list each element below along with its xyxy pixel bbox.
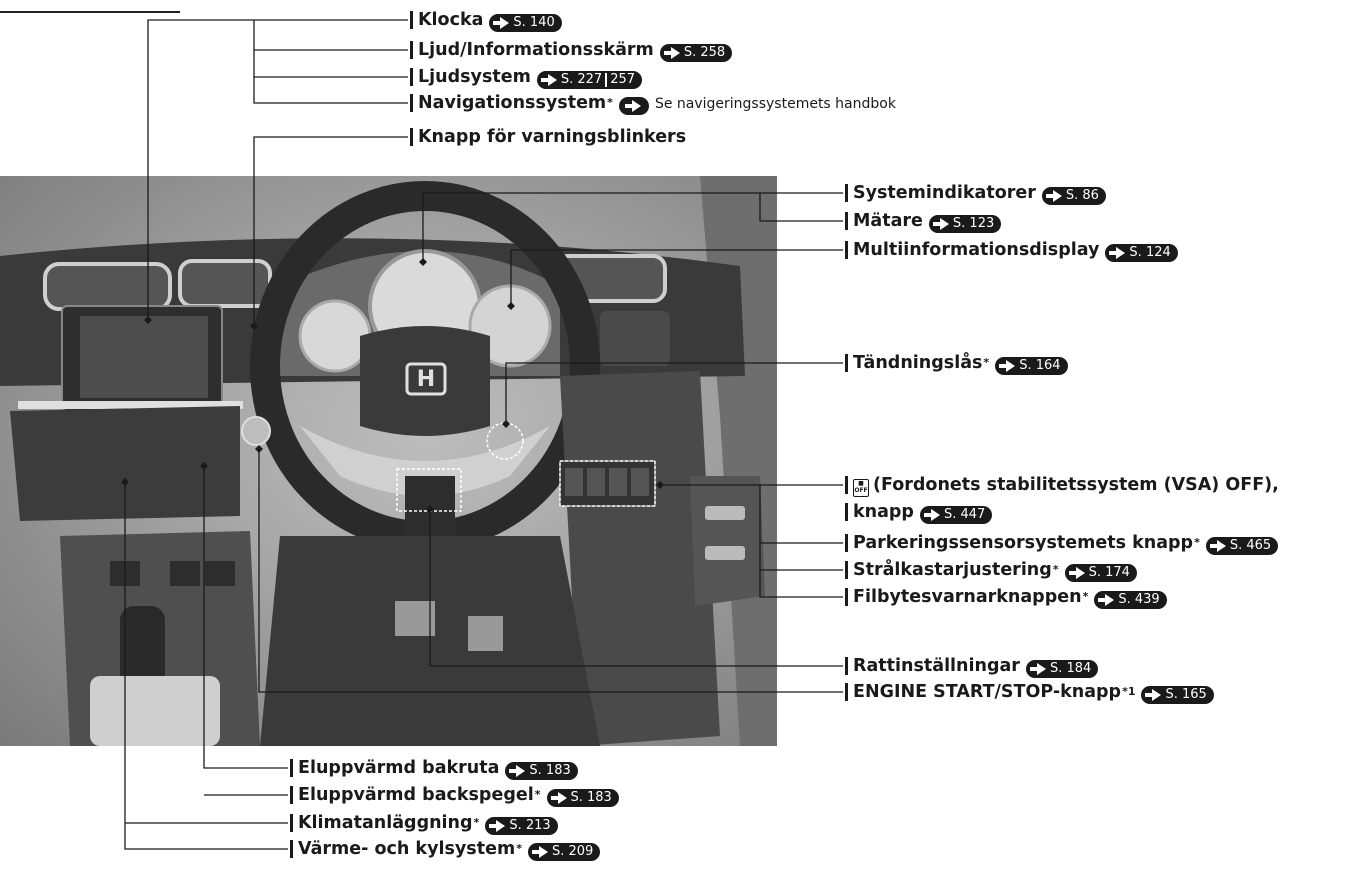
page-ref-badge[interactable]: S. 124 xyxy=(1105,244,1177,262)
page-ref-badge[interactable]: S. 184 xyxy=(1026,660,1098,678)
page-ref-badge[interactable]: S. 140 xyxy=(489,14,561,32)
callout-vsa-off-line1: ■OFF(Fordonets stabilitetssystem (VSA) O… xyxy=(845,475,1279,497)
page-ref-badge[interactable]: S. 209 xyxy=(528,843,600,861)
callout-klimatanlaggning: Klimatanläggning*S. 213 xyxy=(290,813,558,835)
page-ref-badge[interactable]: S. 213 xyxy=(485,817,557,835)
vsa-off-icon: ■OFF xyxy=(853,479,869,497)
page-ref-badge[interactable]: S. 439 xyxy=(1094,591,1166,609)
page-ref-badge[interactable]: S. 183 xyxy=(505,762,577,780)
page-ref-badge[interactable]: S. 465 xyxy=(1206,537,1278,555)
callout-filbytesvarnarknappen: Filbytesvarnarknappen*S. 439 xyxy=(845,587,1167,609)
callout-tandningslas: Tändningslås*S. 164 xyxy=(845,353,1068,375)
page-ref-badge[interactable]: S. 165 xyxy=(1141,686,1213,704)
page-ref-badge[interactable]: S. 164 xyxy=(995,357,1067,375)
page-ref-badge[interactable]: S. 183 xyxy=(547,789,619,807)
page-ref-badge[interactable]: S. 258 xyxy=(660,44,732,62)
callout-navigationssystem: Navigationssystem*Se navigeringssystemet… xyxy=(410,93,896,115)
callout-parkeringssensor: Parkeringssensorsystemets knapp*S. 465 xyxy=(845,533,1278,555)
page-ref-badge[interactable]: S. 123 xyxy=(929,215,1001,233)
callout-eluppvarmd-backspegel: Eluppvärmd backspegel*S. 183 xyxy=(290,785,619,807)
callout-varme-kylsystem: Värme- och kylsystem*S. 209 xyxy=(290,839,600,861)
page-ref-badge[interactable]: S. 174 xyxy=(1065,564,1137,582)
callout-varningsblinkers: Knapp för varningsblinkers xyxy=(410,127,686,147)
page-ref-badge[interactable] xyxy=(619,97,649,115)
page-ref-badge[interactable]: S. 447 xyxy=(920,506,992,524)
page-ref-badge[interactable]: S. 86 xyxy=(1042,187,1106,205)
callout-stralkastarjustering: Strålkastarjustering*S. 174 xyxy=(845,560,1137,582)
